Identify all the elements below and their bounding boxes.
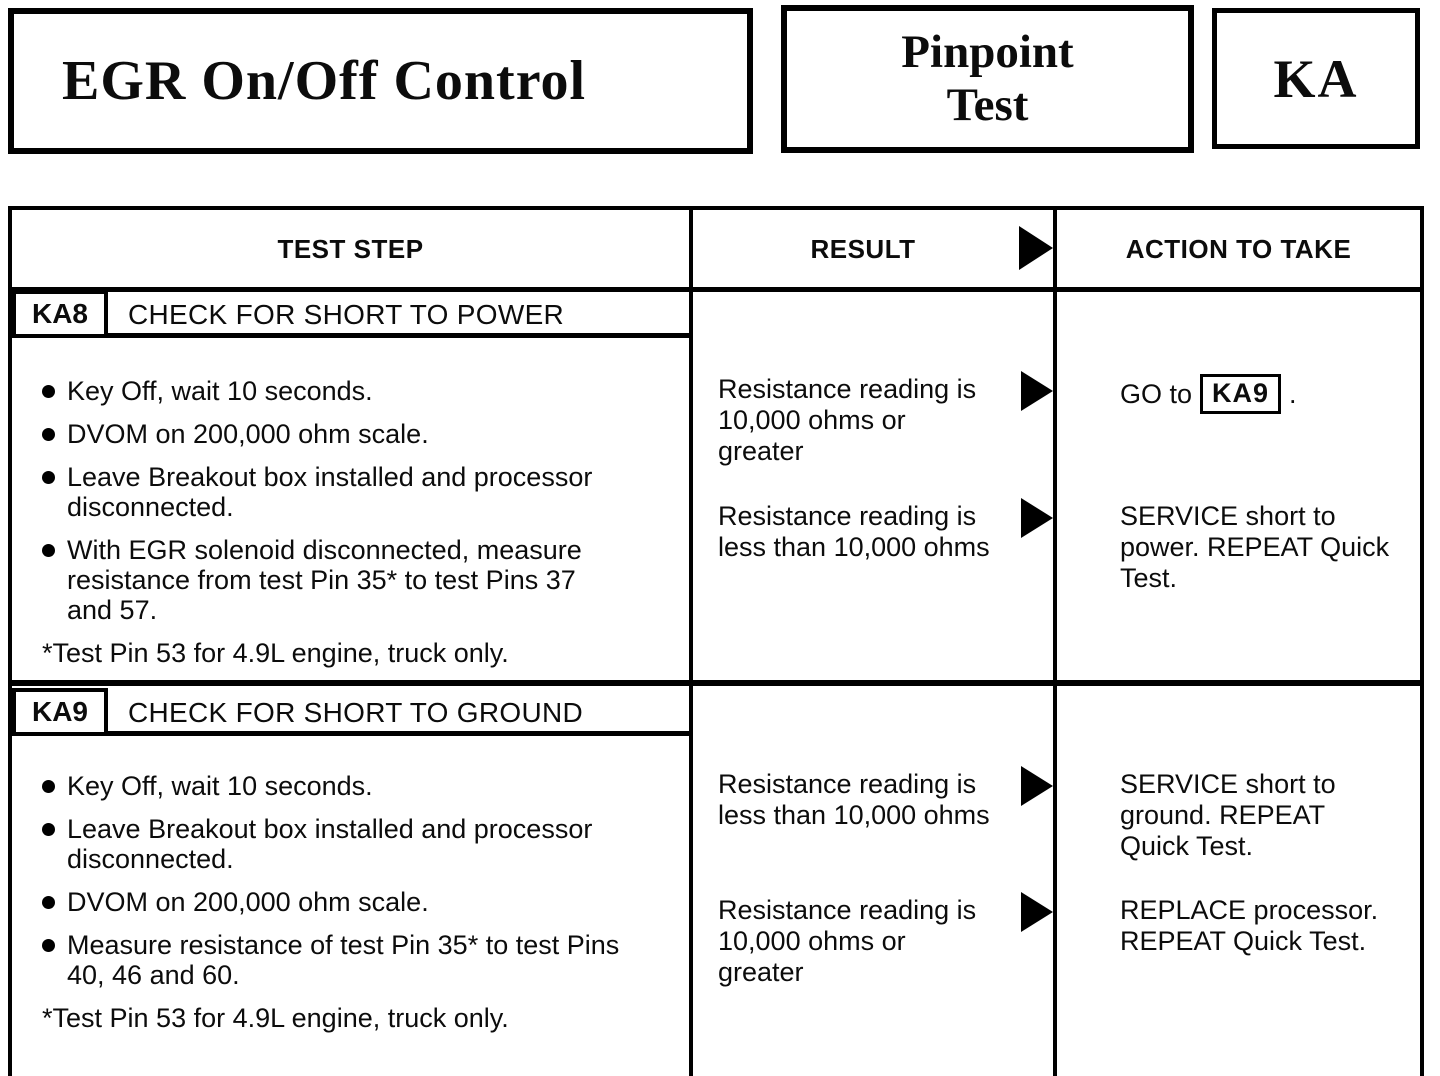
- test-step-item: With EGR solenoid disconnected, measure …: [42, 535, 677, 625]
- bullet-icon: [42, 896, 55, 909]
- doc-type-line2: Test: [946, 79, 1029, 131]
- test-step-item: Measure resistance of test Pin 35* to te…: [42, 930, 677, 990]
- result-text: Resistance reading is 10,000 ohms or gre…: [718, 374, 977, 466]
- bullet-icon: [42, 385, 55, 398]
- test-step-item: DVOM on 200,000 ohm scale.: [42, 419, 677, 449]
- step-id-badge-ka8: KA8: [12, 290, 108, 338]
- step-reference-badge: KA9: [1200, 374, 1282, 414]
- test-step-text: Leave Breakout box installed and process…: [67, 462, 593, 522]
- test-step-item: Key Off, wait 10 seconds.: [42, 771, 677, 801]
- step-id-label: KA8: [31, 298, 88, 329]
- test-step-text: DVOM on 200,000 ohm scale.: [67, 419, 429, 449]
- action-text-go: GO to KA9 .: [1120, 374, 1297, 414]
- test-step-text: Key Off, wait 10 seconds.: [67, 771, 373, 801]
- result-text: Resistance reading is less than 10,000 o…: [718, 501, 990, 562]
- test-step-text: Measure resistance of test Pin 35* to te…: [67, 930, 620, 990]
- test-step-text: Key Off, wait 10 seconds.: [67, 376, 373, 406]
- action-text: REPLACE processor. REPEAT Quick Test.: [1120, 895, 1379, 956]
- action-prefix: GO to: [1120, 378, 1193, 409]
- column-header-result: RESULT: [810, 234, 916, 264]
- step-title-underline: [108, 731, 689, 736]
- test-step-text: DVOM on 200,000 ohm scale.: [67, 887, 429, 917]
- column-header-test-step: TEST STEP: [277, 234, 424, 264]
- column-divider-1: [689, 210, 693, 1076]
- action-text: SERVICE short to ground. REPEAT Quick Te…: [1120, 769, 1336, 861]
- test-step-item: Leave Breakout box installed and process…: [42, 814, 677, 874]
- result-arrow-icon: [1021, 766, 1053, 806]
- doc-type-line1: Pinpoint: [901, 26, 1074, 79]
- test-step-list-ka9: Key Off, wait 10 seconds. Leave Breakout…: [42, 771, 677, 1033]
- step-title-underline: [108, 333, 689, 338]
- bullet-icon: [42, 939, 55, 952]
- header-separator-line: [12, 287, 1420, 292]
- test-step-text: Leave Breakout box installed and process…: [67, 814, 593, 874]
- step-title-ka9: CHECK FOR SHORT TO GROUND: [128, 697, 584, 728]
- doc-title-box: EGR On/Off Control: [8, 8, 753, 154]
- test-step-item: Leave Breakout box installed and process…: [42, 462, 677, 522]
- footnote-text: *Test Pin 53 for 4.9L engine, truck only…: [42, 1003, 509, 1033]
- result-header-arrow-icon: [1019, 226, 1053, 270]
- doc-title: EGR On/Off Control: [62, 50, 587, 112]
- section-separator-line: [12, 680, 1420, 686]
- step-id-label: KA9: [31, 696, 88, 727]
- action-suffix: .: [1289, 378, 1297, 409]
- test-step-item: Key Off, wait 10 seconds.: [42, 376, 677, 406]
- result-arrow-icon: [1021, 498, 1053, 538]
- bullet-icon: [42, 780, 55, 793]
- result-text: Resistance reading is less than 10,000 o…: [718, 769, 990, 830]
- doc-type-box: Pinpoint Test: [781, 5, 1194, 153]
- bullet-icon: [42, 544, 55, 557]
- bullet-icon: [42, 471, 55, 484]
- section-code: KA: [1273, 48, 1359, 109]
- step-title-ka8: CHECK FOR SHORT TO POWER: [128, 299, 565, 330]
- section-code-box: KA: [1212, 8, 1420, 149]
- result-text: Resistance reading is 10,000 ohms or gre…: [718, 895, 977, 987]
- test-step-list-ka8: Key Off, wait 10 seconds. DVOM on 200,00…: [42, 376, 677, 668]
- column-divider-2: [1053, 210, 1057, 1076]
- test-step-text: With EGR solenoid disconnected, measure …: [67, 535, 582, 625]
- action-text: SERVICE short to power. REPEAT Quick Tes…: [1120, 501, 1390, 593]
- pinpoint-test-table: TEST STEP RESULT ACTION TO TAKE KA8 CHEC…: [8, 206, 1424, 1076]
- bullet-icon: [42, 428, 55, 441]
- step-id-badge-ka9: KA9: [12, 688, 108, 736]
- result-arrow-icon: [1021, 371, 1053, 411]
- test-step-item: DVOM on 200,000 ohm scale.: [42, 887, 677, 917]
- column-header-action: ACTION TO TAKE: [1125, 234, 1352, 264]
- footnote-text: *Test Pin 53 for 4.9L engine, truck only…: [42, 638, 509, 668]
- bullet-icon: [42, 823, 55, 836]
- result-arrow-icon: [1021, 892, 1053, 932]
